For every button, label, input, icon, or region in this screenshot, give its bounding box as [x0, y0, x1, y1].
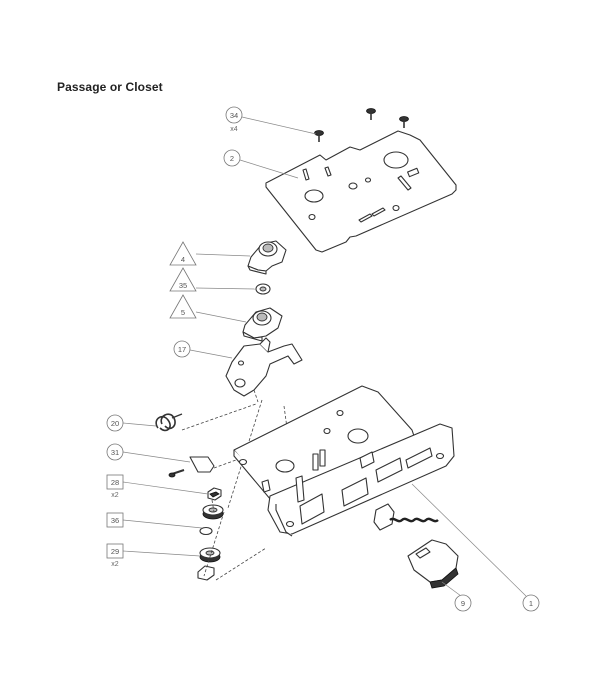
screw-part-34: [314, 108, 409, 142]
lock-case-part-1: [233, 385, 455, 537]
callout-28: 28 x2: [106, 474, 209, 499]
callout-2: 2: [223, 149, 299, 179]
hub-part-4: [247, 240, 287, 275]
diagram-title: Passage or Closet: [57, 80, 163, 94]
hub-part-5: [242, 307, 283, 342]
svg-text:17: 17: [178, 345, 186, 354]
svg-text:1: 1: [529, 599, 533, 608]
svg-text:20: 20: [111, 419, 119, 428]
svg-text:5: 5: [181, 308, 185, 317]
callout-31: 31: [106, 443, 191, 463]
svg-text:29: 29: [111, 547, 119, 556]
svg-text:x2: x2: [111, 492, 119, 499]
svg-text:31: 31: [111, 448, 119, 457]
coil-part-36: [199, 504, 224, 536]
nut-part-28: [207, 487, 222, 501]
svg-text:9: 9: [461, 599, 465, 608]
coil-part-29: [197, 547, 221, 581]
bracket-part-31: [168, 456, 215, 478]
washer-part-35: [255, 283, 271, 295]
callout-36: 36: [106, 512, 203, 529]
svg-text:36: 36: [111, 516, 119, 525]
svg-text:34: 34: [230, 111, 238, 120]
spring-part-20: [155, 413, 183, 432]
lever-part-17: [225, 337, 303, 397]
callout-5: 5: [169, 294, 247, 323]
svg-text:x2: x2: [111, 561, 119, 568]
callout-4: 4: [169, 241, 251, 266]
cover-plate-part-2: [265, 130, 457, 253]
callout-9: 9: [441, 581, 472, 612]
callout-35: 35: [169, 267, 257, 292]
svg-text:4: 4: [181, 255, 185, 264]
svg-text:2: 2: [230, 154, 234, 163]
callout-20: 20: [106, 414, 157, 432]
callout-1: 1: [411, 483, 540, 612]
callout-17: 17: [173, 340, 233, 359]
callout-34: 34 x4: [225, 106, 317, 135]
svg-text:35: 35: [179, 281, 187, 290]
svg-text:x4: x4: [230, 126, 238, 133]
callout-29: 29 x2: [106, 543, 201, 568]
svg-text:28: 28: [111, 478, 119, 487]
latch-bolt-part-9: [373, 503, 459, 589]
